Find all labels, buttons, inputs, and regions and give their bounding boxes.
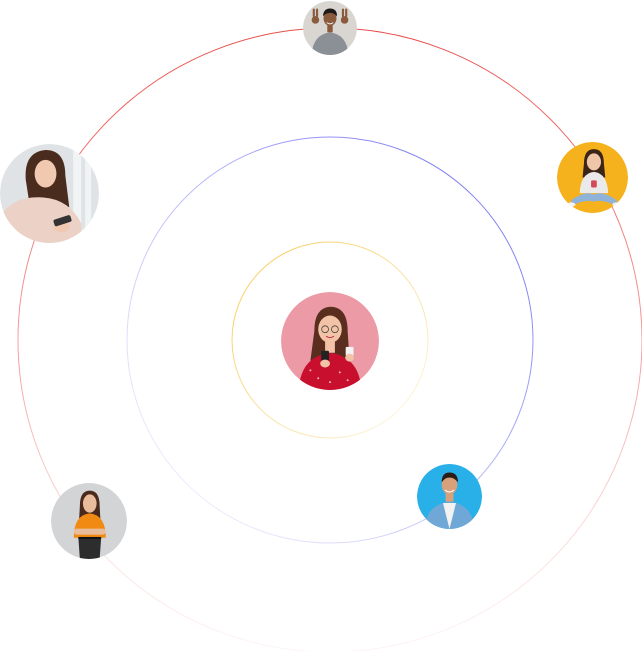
inner-ring	[231, 241, 429, 439]
avatar-right-woman-yellow	[557, 142, 628, 213]
woman-sitting-phone-icon	[557, 142, 628, 213]
man-peace-sign-icon	[303, 1, 357, 55]
avatar-bottom-right-man-denim	[417, 464, 482, 529]
woman-holding-phone-icon	[281, 292, 379, 390]
avatar-left-woman-sweater	[0, 144, 99, 243]
avatar-center-woman-red-top	[281, 292, 379, 390]
man-denim-shirt-icon	[417, 464, 482, 529]
avatar-top-man-peace-sign	[303, 1, 357, 55]
woman-arms-crossed-icon	[51, 483, 127, 559]
woman-using-phone-icon	[0, 144, 99, 243]
avatar-bottom-left-woman-orange	[51, 483, 127, 559]
middle-ring	[126, 136, 534, 544]
